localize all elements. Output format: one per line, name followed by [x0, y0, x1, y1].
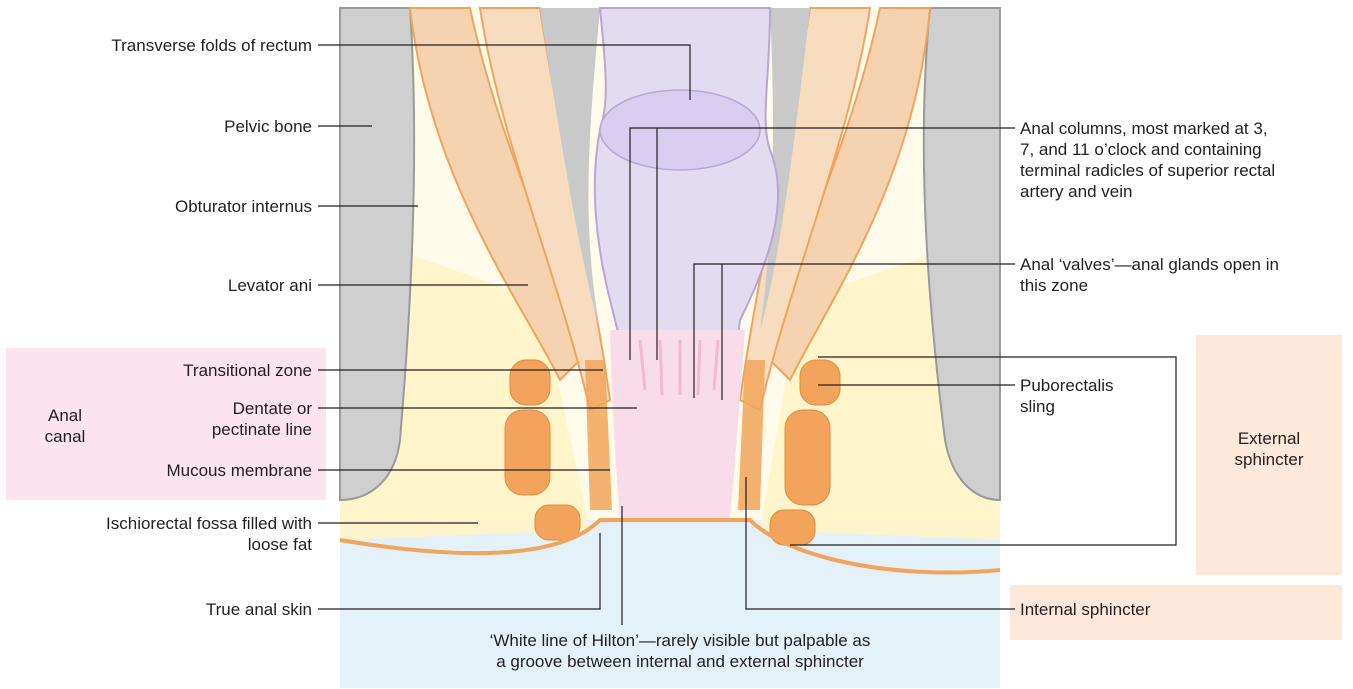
label-true-anal-skin: True anal skin	[206, 599, 312, 620]
label-white-line-1: ‘White line of Hilton’—rarely visible bu…	[430, 630, 930, 651]
label-puborectalis: Puborectalis sling	[1020, 375, 1114, 417]
label-dentate-line-2: pectinate line	[212, 419, 312, 440]
right-puborectalis	[800, 360, 840, 405]
label-mucous-membrane: Mucous membrane	[166, 460, 312, 481]
left-external-sphincter-deep	[505, 410, 550, 495]
label-white-line-of-hilton: ‘White line of Hilton’—rarely visible bu…	[430, 630, 930, 672]
label-puborectalis-1: Puborectalis	[1020, 375, 1114, 396]
label-ischiorectal-2: loose fat	[106, 534, 312, 555]
label-anal-valves-2: this zone	[1020, 275, 1279, 296]
label-external-sphincter-1: External	[1205, 428, 1333, 449]
label-anal-valves: Anal ‘valves’—anal glands open in this z…	[1020, 254, 1279, 296]
label-anal-columns-4: artery and vein	[1020, 181, 1275, 202]
label-external-sphincter: External sphincter	[1205, 428, 1333, 470]
transverse-fold	[600, 90, 760, 170]
label-transverse-folds: Transverse folds of rectum	[111, 35, 312, 56]
label-anal-canal-1: Anal	[20, 405, 110, 426]
label-internal-sphincter: Internal sphincter	[1020, 599, 1150, 620]
label-obturator-internus: Obturator internus	[175, 196, 312, 217]
label-levator-ani: Levator ani	[228, 275, 312, 296]
left-puborectalis	[510, 360, 550, 405]
label-anal-canal: Anal canal	[20, 405, 110, 447]
label-dentate-line-1: Dentate or	[212, 398, 312, 419]
label-anal-valves-1: Anal ‘valves’—anal glands open in	[1020, 254, 1279, 275]
label-anal-columns: Anal columns, most marked at 3, 7, and 1…	[1020, 118, 1275, 202]
label-anal-columns-3: terminal radicles of superior rectal	[1020, 160, 1275, 181]
label-white-line-2: a groove between internal and external s…	[430, 651, 930, 672]
left-external-sphincter-superficial	[535, 505, 580, 540]
label-puborectalis-2: sling	[1020, 396, 1114, 417]
label-pelvic-bone: Pelvic bone	[224, 116, 312, 137]
label-transitional-zone: Transitional zone	[183, 360, 312, 381]
anal-column	[660, 340, 662, 395]
label-anal-columns-1: Anal columns, most marked at 3,	[1020, 118, 1275, 139]
label-ischiorectal-fossa: Ischiorectal fossa filled with loose fat	[106, 513, 312, 555]
label-anal-canal-2: canal	[20, 426, 110, 447]
label-ischiorectal-1: Ischiorectal fossa filled with	[106, 513, 312, 534]
label-dentate-line: Dentate or pectinate line	[212, 398, 312, 440]
anal-column	[698, 340, 700, 395]
label-anal-columns-2: 7, and 11 o’clock and containing	[1020, 139, 1275, 160]
label-external-sphincter-2: sphincter	[1205, 449, 1333, 470]
right-external-sphincter-deep	[785, 410, 830, 505]
